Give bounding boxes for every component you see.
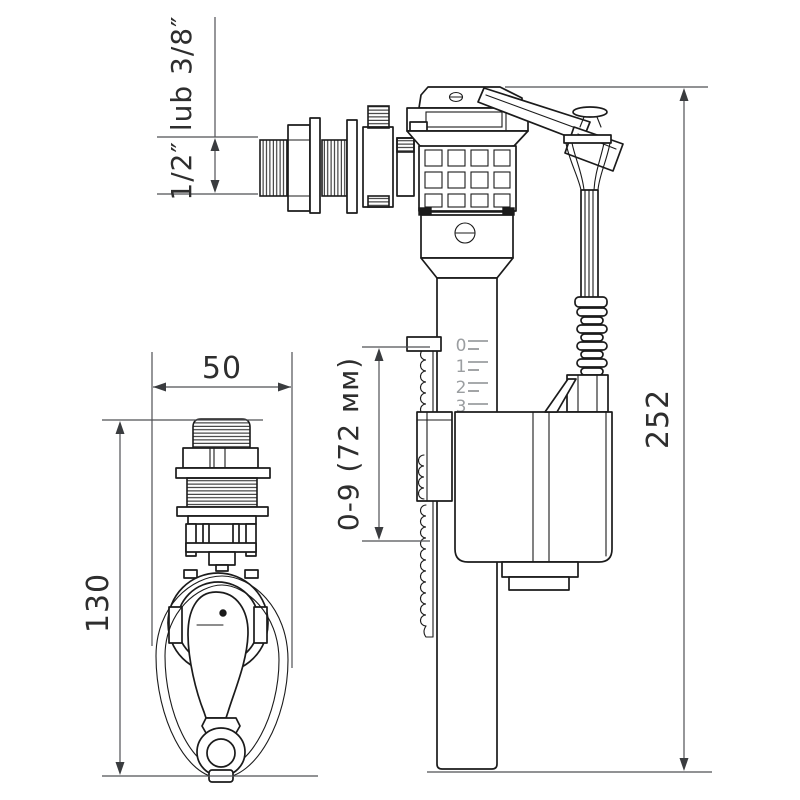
scale-mark-2: 2	[456, 378, 467, 398]
height-scale: 0 1 2 3	[456, 336, 488, 417]
adjustment-rack	[406, 336, 453, 638]
dim-label-inlet-thread: 1/2″ lub 3/8″	[165, 15, 198, 200]
dim-total-height: 252	[427, 86, 712, 773]
float-end-view	[155, 572, 289, 783]
float-arm-bracket	[183, 523, 259, 579]
scale-mark-3: 3	[456, 397, 467, 417]
dimensions: 1/2″ lub 3/8″ 50 130 252	[81, 15, 712, 777]
dim-label-total-height: 252	[641, 389, 676, 449]
scale-mark-1: 1	[456, 357, 467, 377]
end-view	[155, 418, 289, 783]
filter-basket	[418, 145, 517, 216]
dim-adjustment-range: 0-9 (72 мм)	[332, 346, 430, 542]
adjustment-rod	[563, 134, 612, 413]
dim-label-float-height: 130	[81, 573, 116, 633]
dim-label-adjustment-range: 0-9 (72 мм)	[332, 357, 365, 531]
rod-bellows	[576, 307, 608, 376]
basket-grid	[424, 149, 511, 208]
inlet-thread-assembly	[259, 105, 415, 214]
dim-float-height: 130	[81, 419, 318, 777]
rack-lock-clip	[416, 411, 453, 502]
valve-cap	[406, 86, 529, 150]
main-side-view: 0 1 2 3	[259, 86, 624, 770]
dim-inlet-thread: 1/2″ lub 3/8″	[157, 15, 258, 201]
scale-mark-0: 0	[456, 336, 467, 356]
float-cup	[454, 378, 613, 591]
end-view-thread-stack	[175, 418, 271, 525]
dim-label-float-width: 50	[202, 351, 242, 386]
dim-float-width: 50	[151, 351, 293, 668]
